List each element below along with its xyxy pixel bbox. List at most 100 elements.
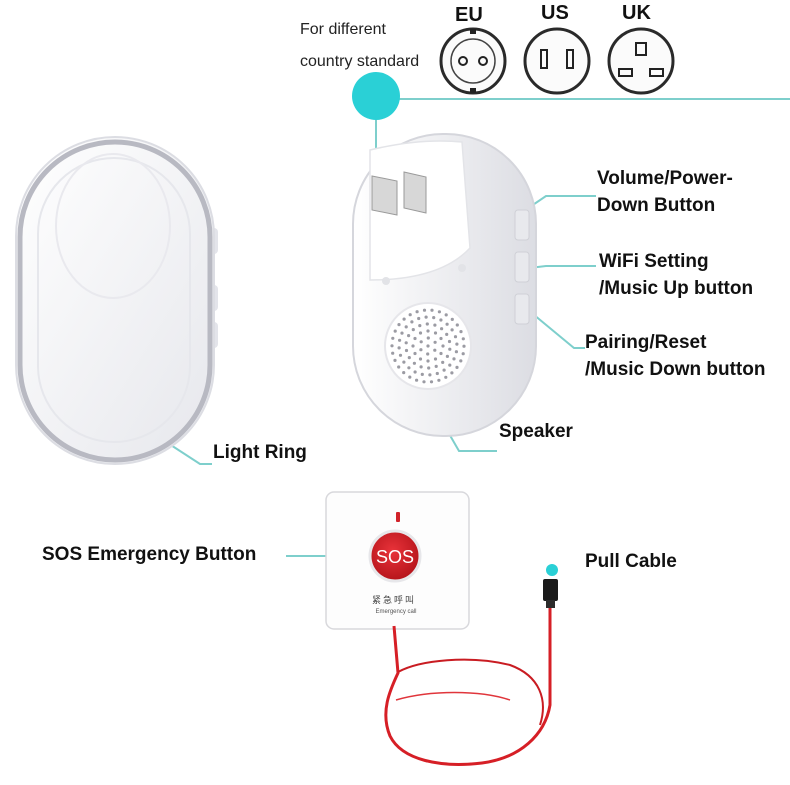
speaker-hole xyxy=(404,348,409,353)
speaker-hole xyxy=(452,357,456,361)
speaker-hole xyxy=(432,316,436,320)
speaker-hole xyxy=(398,338,402,342)
eu-socket-icon xyxy=(439,27,507,95)
speaker-hole xyxy=(393,358,397,362)
speaker-hole xyxy=(417,316,421,321)
speaker-hole xyxy=(459,330,463,334)
sos-button-text: SOS xyxy=(376,547,414,567)
speaker-hole xyxy=(411,344,415,348)
speaker-hole xyxy=(462,344,466,348)
speaker-hole xyxy=(430,308,434,312)
sos-chinese-text: 紧急呼叫 xyxy=(372,594,416,606)
speaker-hole xyxy=(408,375,412,379)
speaker-hole xyxy=(426,329,430,333)
speaker-hole xyxy=(404,325,408,329)
speaker-hole xyxy=(422,380,426,384)
pull-cable-dot xyxy=(546,564,558,576)
speaker-hole xyxy=(419,348,423,352)
speaker-hole xyxy=(415,378,419,382)
speaker-hole xyxy=(418,331,423,335)
speaker-hole xyxy=(433,331,438,335)
plug-label-us: US xyxy=(541,2,569,24)
speaker-hole xyxy=(393,329,397,333)
speaker-hole xyxy=(390,344,394,348)
speaker-hole xyxy=(428,373,432,377)
pairing-label-line-1: Pairing/Reset xyxy=(585,332,707,353)
speaker-hole xyxy=(439,351,443,356)
pairing-button-label: Pairing/Reset /Music Down button xyxy=(585,329,765,383)
speaker-hole xyxy=(426,344,430,348)
plug-in-device xyxy=(352,133,537,437)
speaker-label: Speaker xyxy=(499,421,573,442)
speaker-hole xyxy=(445,354,449,358)
speaker-hole xyxy=(455,342,459,346)
speaker-hole xyxy=(433,348,437,352)
speaker-hole xyxy=(447,339,452,344)
speaker-hole xyxy=(448,347,452,351)
speaker-hole xyxy=(439,336,443,341)
sos-button-icon xyxy=(368,529,422,583)
speaker-hole xyxy=(398,353,403,357)
speaker-hole xyxy=(426,359,430,363)
standard-note-line-1: For different xyxy=(300,21,386,38)
wifi-label-line-1: WiFi Setting xyxy=(599,251,709,272)
speaker-hole xyxy=(413,370,417,374)
speaker-hole xyxy=(419,365,423,369)
standard-note: For different country standard xyxy=(300,14,419,78)
speaker-hole xyxy=(408,313,412,317)
speaker-hole xyxy=(445,332,449,336)
speaker-hole xyxy=(426,336,430,340)
volume-label-line-1: Volume/Power- xyxy=(597,168,733,189)
speaker-hole xyxy=(397,346,401,350)
wifi-label-line-2: /Music Up button xyxy=(599,278,754,299)
light-ring xyxy=(17,139,213,463)
light-ring-label: Light Ring xyxy=(213,442,307,463)
speaker-hole xyxy=(441,344,445,348)
front-device xyxy=(15,136,218,465)
speaker-hole xyxy=(397,365,401,369)
speaker-hole xyxy=(413,336,417,341)
speaker-hole xyxy=(441,360,445,364)
speaker-hole xyxy=(453,335,458,339)
speaker-hole xyxy=(435,371,439,376)
speaker-hole xyxy=(434,364,438,368)
pull-cable xyxy=(384,579,558,766)
speaker-hole xyxy=(425,322,429,326)
speaker-hole xyxy=(426,352,430,356)
speaker-hole xyxy=(444,313,448,317)
speaker-hole xyxy=(418,324,422,328)
speaker-hole xyxy=(418,357,423,361)
speaker-hole xyxy=(404,341,408,345)
speaker-hole xyxy=(433,323,437,327)
wifi-button-label: WiFi Setting /Music Up button xyxy=(599,248,753,302)
speaker-hole xyxy=(407,356,411,360)
sos-button-label: SOS Emergency Button xyxy=(42,544,257,565)
speaker-hole xyxy=(450,317,454,321)
speaker-hole xyxy=(411,328,415,332)
speaker-hole xyxy=(459,359,463,363)
speaker-hole xyxy=(444,375,448,379)
speaker-hole xyxy=(391,351,395,355)
us-socket-icon xyxy=(523,27,591,95)
speaker-hole xyxy=(402,317,406,321)
speaker-hole xyxy=(427,366,431,370)
speaker-hole xyxy=(420,372,424,376)
speaker-hole xyxy=(407,334,411,338)
speaker-hole xyxy=(429,380,434,384)
pairing-label-line-2: /Music Down button xyxy=(585,359,766,380)
speaker-hole xyxy=(461,337,465,341)
speaker-hole xyxy=(442,368,446,372)
speaker-hole xyxy=(402,371,406,375)
speaker-hole xyxy=(400,331,404,335)
speaker-hole xyxy=(440,327,444,331)
speaker-hole xyxy=(412,361,416,365)
speaker-hole xyxy=(448,363,452,367)
speaker-hole xyxy=(407,366,411,370)
plug-label-eu: EU xyxy=(455,4,483,26)
standard-note-line-2: country standard xyxy=(300,53,420,70)
speaker-hole xyxy=(422,308,427,312)
speaker-hole xyxy=(437,378,441,382)
speaker-hole xyxy=(433,340,437,344)
volume-label-line-2: Down Button xyxy=(597,195,716,216)
